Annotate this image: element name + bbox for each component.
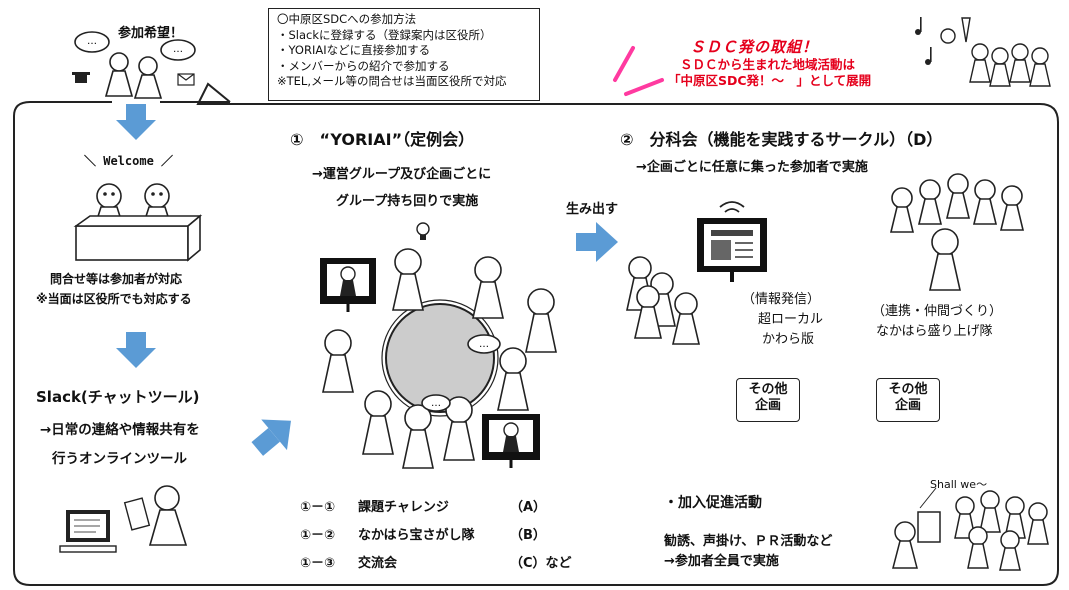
info-line: ・YORIAIなどに直接参加する	[277, 43, 431, 57]
info-line: 〇中原区SDCへの参加方法	[277, 12, 417, 26]
kawara-line3: かわら版	[762, 332, 815, 347]
list-item-code: （C）など	[510, 556, 572, 571]
shall-we-label: Shall we～	[930, 478, 988, 491]
moriage-line2: なかはら盛り上げ隊	[876, 324, 993, 339]
list-item-name: 課題チャレンジ	[358, 500, 449, 515]
lightbulb-icon	[416, 222, 430, 240]
svg-text:…: …	[431, 398, 441, 409]
welcome-label: ＼ Welcome ／	[84, 154, 174, 168]
info-line: ・メンバーからの紹介で参加する	[277, 58, 450, 73]
computer-icon	[697, 218, 767, 282]
svg-text:…: …	[479, 339, 489, 350]
other-project-box: その他 企画	[876, 378, 940, 422]
music-note-icon	[925, 47, 932, 65]
list-item-name: 交流会	[358, 556, 398, 571]
svg-text:…: …	[87, 36, 97, 47]
info-line: ・Slackに登録する（登録案内は区役所）	[277, 27, 492, 42]
other-project-line1: その他	[748, 382, 788, 397]
smartphone-icon	[123, 497, 151, 531]
list-item: ①－② なかはら宝さがし隊 （B）	[300, 522, 580, 550]
bunkakai-title: ② 分科会（機能を実践するサークル）（D）	[620, 130, 943, 149]
list-item-number: ①－②	[300, 528, 336, 543]
wifi-icon	[719, 201, 745, 213]
computer-icon	[320, 258, 376, 312]
info-line: ※TEL,メール等の問合せは当面区役所で対応	[277, 74, 507, 88]
yoriai-line1: →運営グループ及び企画ごとに	[312, 167, 492, 182]
sdc-line2: 「中原区SDC発！～ 」として展開	[668, 73, 872, 88]
yoriai-title: ① “YORIAI”（定例会）	[290, 130, 475, 149]
main-frame	[13, 82, 1059, 586]
arrow-down-icon	[116, 332, 156, 368]
list-item-code: （B）	[510, 528, 546, 543]
computer-icon	[59, 510, 117, 553]
join-label: 参加希望！	[118, 26, 184, 41]
other-project-line2: 企画	[754, 398, 781, 413]
yoriai-list: ①－① 課題チャレンジ （A） ①－② なかはら宝さがし隊 （B） ①－③ 交流…	[300, 494, 580, 578]
list-item-name: なかはら宝さがし隊	[358, 528, 475, 543]
other-project-box: その他 企画	[736, 378, 800, 422]
svg-text:…: …	[173, 44, 183, 55]
slack-title: Slack(チャットツール)	[36, 388, 200, 406]
slack-line1: →日常の連絡や情報共有を	[40, 422, 200, 438]
computer-icon	[482, 414, 540, 468]
participation-info-box: 〇中原区SDCへの参加方法 ・Slackに登録する（登録案内は区役所） ・YOR…	[268, 8, 540, 101]
arrow-right-icon	[576, 222, 618, 262]
list-item-number: ①－③	[300, 556, 336, 571]
arrow-right-icon	[251, 419, 291, 456]
yoriai-line2: グループ持ち回りで実施	[336, 194, 479, 209]
sdc-title: ＳＤＣ発の取組！	[690, 38, 819, 56]
sdc-line1: ＳＤＣから生まれた地域活動は	[680, 57, 856, 72]
welcome-note1: 問合せ等は参加者が対応	[50, 272, 183, 286]
list-item-code: （A）	[510, 500, 547, 515]
other-project-line1: その他	[888, 382, 928, 397]
music-note-icon	[915, 17, 922, 35]
mail-icon	[177, 73, 195, 86]
promotion-line2: →参加者全員で実施	[664, 554, 779, 569]
list-item: ①－③ 交流会 （C）など	[300, 550, 580, 578]
other-project-line2: 企画	[894, 398, 921, 413]
kawara-line2: 超ローカル	[758, 312, 824, 327]
slack-line2: 行うオンラインツール	[52, 451, 187, 467]
promotion-title: ・加入促進活動	[664, 495, 762, 511]
list-item: ①－① 課題チャレンジ （A）	[300, 494, 580, 522]
promotion-line1: 勧誘、声掛け、ＰＲ活動など	[664, 534, 833, 549]
phone-icon	[72, 72, 90, 83]
list-item-number: ①－①	[300, 500, 336, 515]
bunkakai-sub: →企画ごとに任意に集った参加者で実施	[636, 160, 868, 175]
arrow-down-icon	[116, 104, 156, 140]
welcome-note2: ※当面は区役所でも対応する	[36, 292, 192, 306]
moriage-line1: （連携・仲間づくり）	[872, 304, 1003, 319]
umidasu-label: 生み出す	[566, 202, 619, 217]
kawara-line1: （情報発信）	[742, 292, 821, 307]
